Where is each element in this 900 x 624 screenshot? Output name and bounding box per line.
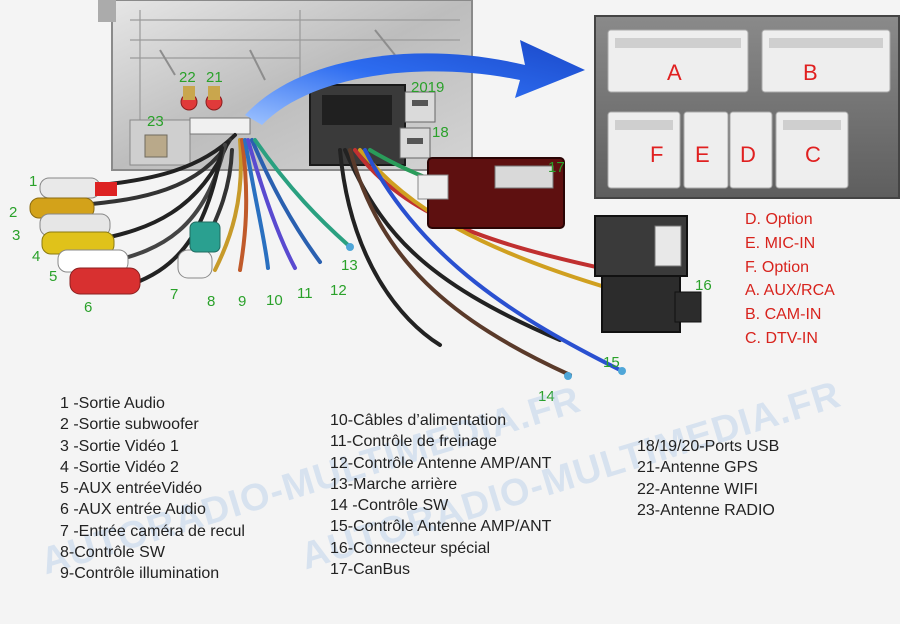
legend-item: 6 -AUX entrée Audio <box>60 501 206 519</box>
wire-terminal-13 <box>346 243 354 251</box>
callout-22: 22 <box>179 69 196 86</box>
legend-item: 18/19/20-Ports USB <box>637 438 780 455</box>
callout-1: 1 <box>29 173 37 190</box>
legend-item: 4 -Sortie Vidéo 2 <box>60 458 179 476</box>
port-option-list: D. Option E. MIC-IN F. Option A. AUX/RCA… <box>745 208 835 351</box>
legend-item: 1 -Sortie Audio <box>60 395 165 412</box>
legend-item: 3 -Sortie Vidéo 1 <box>60 437 179 455</box>
callout-21: 21 <box>206 69 223 86</box>
callout-2019: 2019 <box>411 79 444 96</box>
callout-8: 8 <box>207 293 215 310</box>
wire-terminal-15 <box>618 367 626 375</box>
legend-item: 2 -Sortie subwoofer <box>60 416 199 434</box>
callout-17: 17 <box>548 159 565 176</box>
port-option-a: A. AUX/RCA <box>745 282 835 300</box>
callout-16: 16 <box>695 277 712 294</box>
callout-6: 6 <box>84 299 92 316</box>
port-label-c: C <box>805 142 821 167</box>
legend-item: 12-Contrôle Antenne AMP/ANT <box>330 454 552 472</box>
legend-item: 15-Contrôle Antenne AMP/ANT <box>330 518 552 536</box>
callout-2: 2 <box>9 204 17 221</box>
port-option-e: E. MIC-IN <box>745 234 816 252</box>
legend-item: 5 -AUX entréeVidéo <box>60 480 203 498</box>
legend-item: 9-Contrôle illumination <box>60 565 220 583</box>
port-option-d: D. Option <box>745 211 813 228</box>
port-option-f: F. Option <box>745 258 810 276</box>
port-option-c: C. DTV-IN <box>745 329 818 347</box>
callout-12: 12 <box>330 282 347 299</box>
callout-23: 23 <box>147 113 164 130</box>
callout-18: 18 <box>432 124 449 141</box>
callout-13: 13 <box>341 257 358 274</box>
callout-14: 14 <box>538 388 555 405</box>
connector-inset-photo <box>594 15 900 199</box>
port-label-f: F <box>650 142 663 167</box>
legend-left: 1 -Sortie Audio 2 -Sortie subwoofer 3 -S… <box>60 393 245 585</box>
callout-3: 3 <box>12 227 20 244</box>
callout-5: 5 <box>49 268 57 285</box>
legend-item: 7 -Entrée caméra de recul <box>60 522 245 540</box>
legend-item: 14 -Contrôle SW <box>330 497 449 515</box>
port-label-e: E <box>695 142 710 167</box>
wire-terminal-14 <box>564 372 572 380</box>
port-label-b: B <box>803 60 818 85</box>
port-label-d: D <box>740 142 756 167</box>
special-connector <box>594 215 702 333</box>
legend-middle: 10-Câbles d’alimentation 11-Contrôle de … <box>330 410 551 580</box>
canbus-box <box>417 157 565 229</box>
legend-item: 11-Contrôle de freinage <box>330 433 497 451</box>
legend-item: 16-Connecteur spécial <box>330 539 491 557</box>
legend-item: 23-Antenne RADIO <box>637 501 775 519</box>
callout-10: 10 <box>266 292 283 309</box>
legend-item: 21-Antenne GPS <box>637 459 758 477</box>
legend-item: 10-Câbles d’alimentation <box>330 412 507 429</box>
legend-right: 18/19/20-Ports USB 21-Antenne GPS 22-Ant… <box>637 436 779 521</box>
port-option-b: B. CAM-IN <box>745 306 822 324</box>
callout-11: 11 <box>297 285 313 302</box>
legend-item: 17-CanBus <box>330 561 411 579</box>
rca-connectors <box>29 177 221 295</box>
legend-item: 8-Contrôle SW <box>60 544 165 562</box>
callout-4: 4 <box>32 248 40 265</box>
pointer-arrow <box>245 40 585 125</box>
callout-9: 9 <box>238 293 246 310</box>
callout-15: 15 <box>603 354 620 371</box>
callout-7: 7 <box>170 286 178 303</box>
legend-item: 13-Marche arrière <box>330 475 458 493</box>
legend-item: 22-Antenne WIFI <box>637 480 758 498</box>
port-label-a: A <box>667 60 682 85</box>
